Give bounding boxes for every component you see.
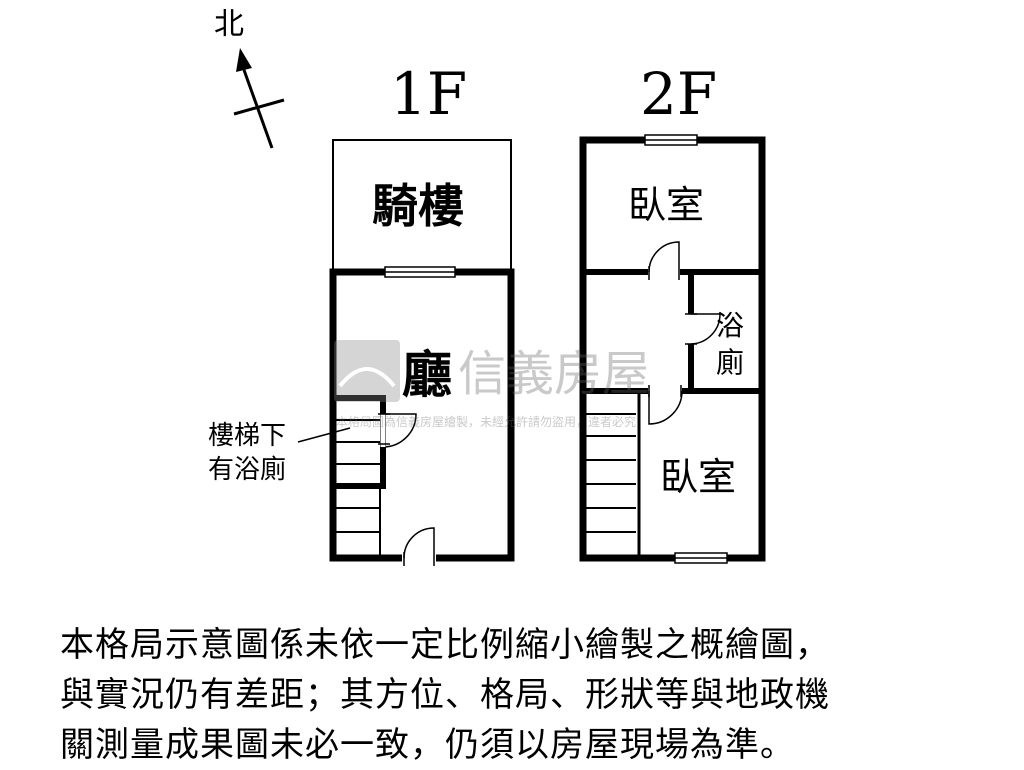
disclaimer: 本格局示意圖係未依一定比例縮小繪製之概繪圖， 與實況仍有差距；其方位、格局、形狀… xyxy=(60,620,1000,770)
disclaimer-line-3: 關測量成果圖未必一致，仍須以房屋現場為準。 xyxy=(60,725,795,765)
disclaimer-line-1: 本格局示意圖係未依一定比例縮小繪製之概繪圖， xyxy=(60,625,830,665)
floor-title-1f: 1F xyxy=(390,60,467,128)
room-label-front-bedroom: 臥室 xyxy=(628,183,704,227)
floor-title-2f: 2F xyxy=(640,60,717,128)
compass-arrow-shaft xyxy=(242,69,274,149)
compass: 北 xyxy=(214,7,285,149)
2f-front-bedroom-door xyxy=(648,241,680,280)
watermark: 信義房屋 本格局圖為信義房屋繪製，未經允許請勿盜用，違者必究 xyxy=(334,340,650,429)
watermark-brand: 信義房屋 xyxy=(458,346,650,402)
compass-north-label: 北 xyxy=(214,7,244,42)
2f-staircase xyxy=(586,413,636,533)
annotation-line-2: 有浴廁 xyxy=(208,455,286,485)
floor-2f: 臥室 浴 廁 臥室 xyxy=(579,134,766,564)
2f-back-bedroom-door xyxy=(648,385,683,425)
room-label-arcade: 騎樓 xyxy=(372,179,464,233)
disclaimer-line-2: 與實況仍有差距；其方位、格局、形狀等與地政機 xyxy=(60,675,830,715)
floor-plan-diagram: 北 1F 2F xyxy=(208,7,766,566)
room-label-bathroom-1: 浴 xyxy=(716,309,744,342)
2f-bathroom-door xyxy=(685,313,721,345)
compass-crossbar xyxy=(233,98,285,116)
room-label-back-bedroom: 臥室 xyxy=(660,455,736,499)
watermark-notice: 本格局圖為信義房屋繪製，未經允許請勿盜用，違者必究 xyxy=(336,414,636,429)
north-arrow-icon xyxy=(236,48,252,72)
annotation-leader-line xyxy=(297,427,351,443)
floor-1f: 騎樓 廳 樓梯下 有浴廁 xyxy=(208,139,515,566)
annotation-line-1: 樓梯下 xyxy=(208,421,286,451)
1f-bathroom-door xyxy=(378,413,417,448)
1f-entrance-door xyxy=(402,527,436,566)
1f-staircase xyxy=(336,419,381,555)
brand-logo-icon xyxy=(334,340,400,402)
room-label-living: 廳 xyxy=(402,345,452,404)
room-label-bathroom-2: 廁 xyxy=(716,346,744,379)
